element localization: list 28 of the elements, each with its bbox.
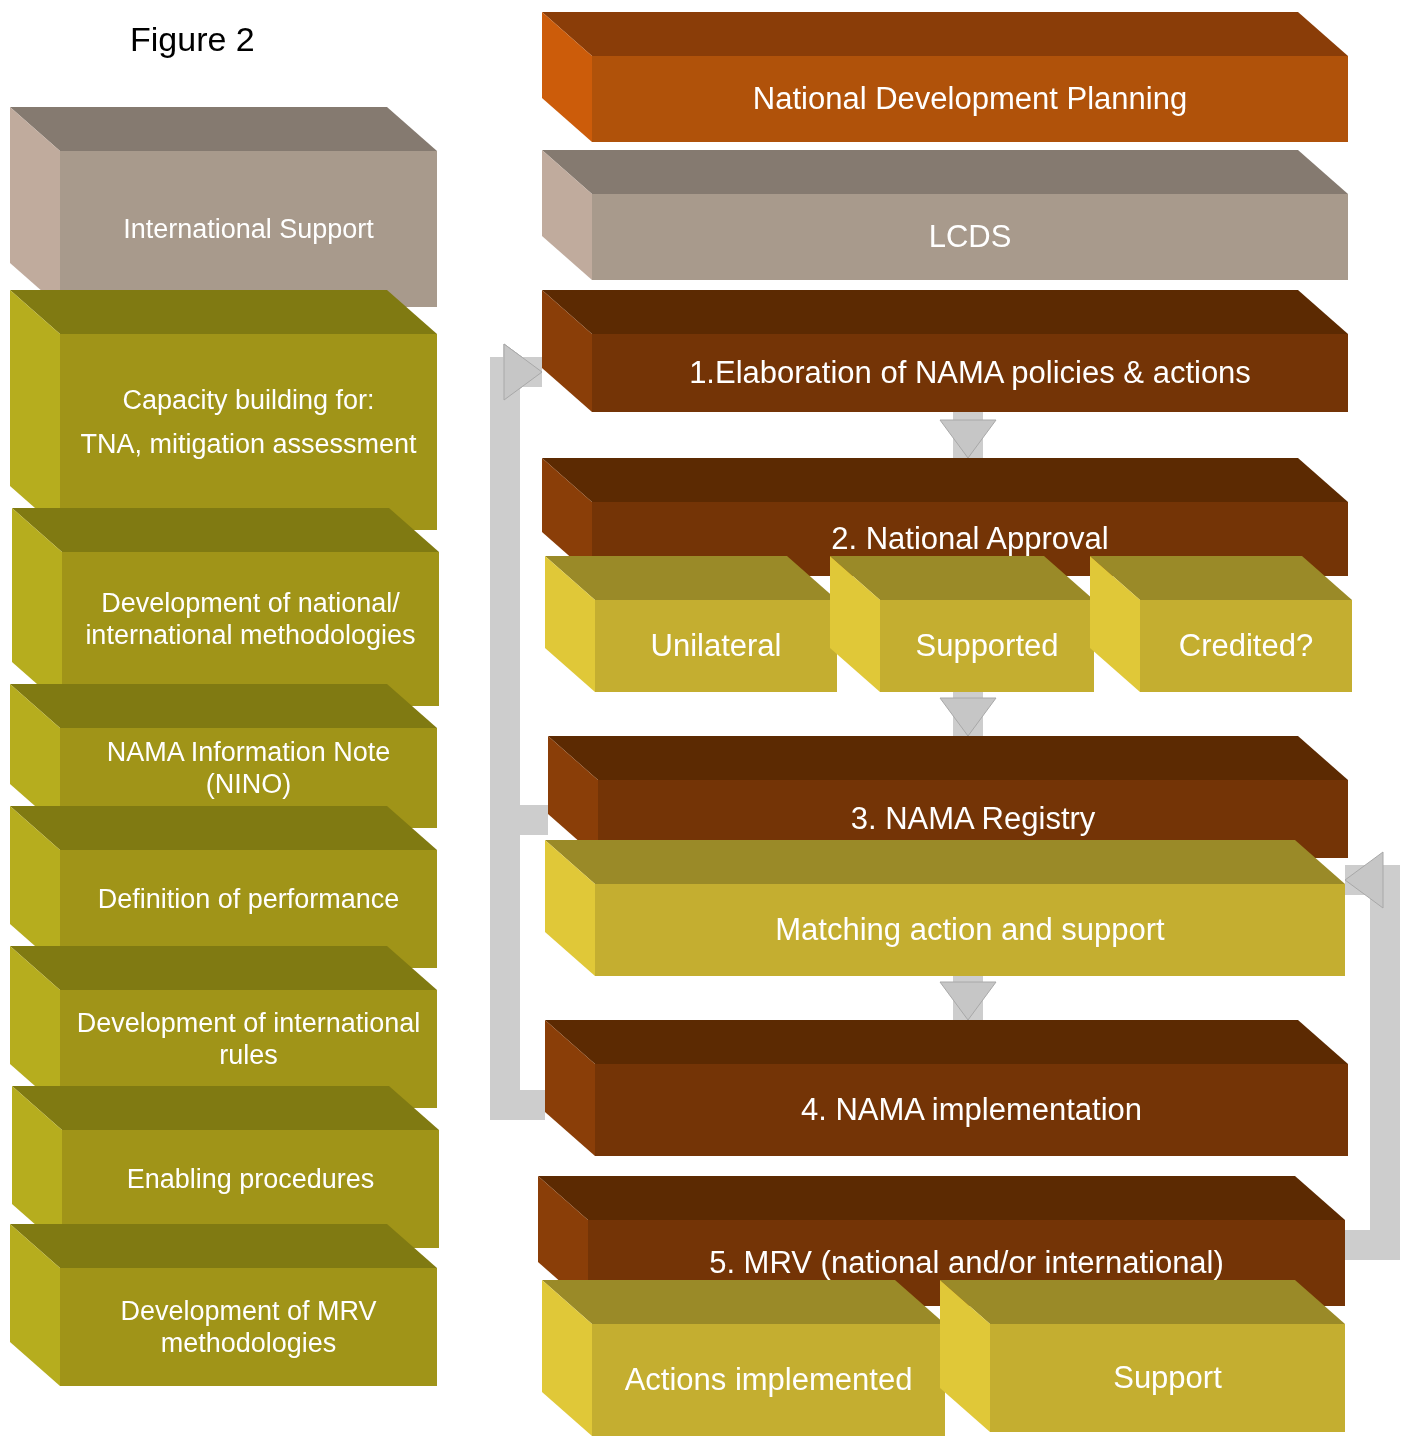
block-label: International Support: [123, 212, 374, 246]
block-label: 3. NAMA Registry: [850, 800, 1096, 838]
block-arrow: [939, 692, 997, 737]
block-label: Capacity building for:: [122, 383, 375, 416]
block-label: NAMA Information Note (NINO): [105, 735, 392, 801]
block-arrow: [1344, 851, 1400, 1260]
figure-title: Figure 2: [130, 19, 255, 60]
block-label: Unilateral: [650, 627, 782, 665]
block-label: National Development Planning: [752, 80, 1188, 118]
block-label: Support: [1113, 1359, 1222, 1397]
block-label: 2. National Approval: [831, 520, 1109, 558]
block-label: Definition of performance: [97, 882, 400, 916]
block-label: Supported: [915, 627, 1059, 665]
block-label: 5. MRV (national and/or international): [709, 1244, 1224, 1282]
block-label: 4. NAMA implementation: [800, 1091, 1143, 1129]
block-label: Development of MRV methodologies: [119, 1294, 378, 1360]
block-arrow: [490, 343, 545, 1120]
block-label: Credited?: [1178, 627, 1314, 665]
block-label: Matching action and support: [775, 911, 1165, 949]
block-label: LCDS: [928, 218, 1012, 256]
block-label: Enabling procedures: [126, 1162, 375, 1196]
block-label: TNA, mitigation assessment: [80, 428, 417, 461]
block-label: Development of national/ international methodologies: [84, 586, 417, 652]
block-label: Actions implemented: [624, 1361, 913, 1399]
block-label: 1.Elaboration of NAMA policies & actions: [689, 354, 1251, 392]
block-arrow: [939, 412, 997, 459]
block-arrow: [939, 976, 997, 1021]
block-label: Development of international rules: [75, 1006, 422, 1072]
